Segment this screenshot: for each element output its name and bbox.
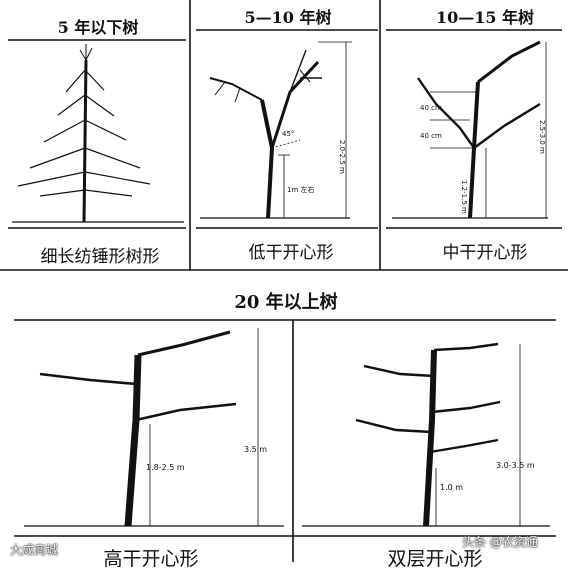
section-title: 20 年以上树 [234,292,338,313]
height-label-p2: 2.0-2.5 m [338,140,346,174]
angle-label: 45° [282,130,294,138]
tree-high-open-center [24,328,284,527]
title-p1: 5 年以下树 [57,18,139,37]
height-label-br: 3.0-3.5 m [496,461,535,470]
title-p3: 10—15 年树 [435,8,535,27]
trunk-label-p3: 1.2-1.5 m [460,180,468,214]
tree-two-layer-open-center [302,342,550,527]
watermark-left: 大成商城 [10,543,59,557]
caption-p1: 细长纺锤形树形 [40,247,160,267]
caption-p3: 中干开心形 [442,243,528,263]
height-label-p3: 2.5-3.0 m [538,120,546,154]
gap1-label: 40 cm [420,104,442,112]
gap2-label: 40 cm [420,132,442,140]
tree-spindle [12,44,184,223]
tree-low-open-center [200,41,352,219]
trunk-label-p2: 1m 左右 [287,185,315,194]
watermark-right: 头条 @农资通 [462,535,538,549]
trunk-label-bl: 1.8-2.5 m [146,463,185,472]
title-p2: 5—10 年树 [244,8,332,27]
height-label-bl: 3.5 m [244,445,267,454]
caption-bottom-left: 高干开心形 [103,548,199,570]
caption-p2: 低干开心形 [248,243,334,263]
tree-mid-open-center [392,40,548,219]
trunk-label-br: 1.0 m [440,483,463,492]
